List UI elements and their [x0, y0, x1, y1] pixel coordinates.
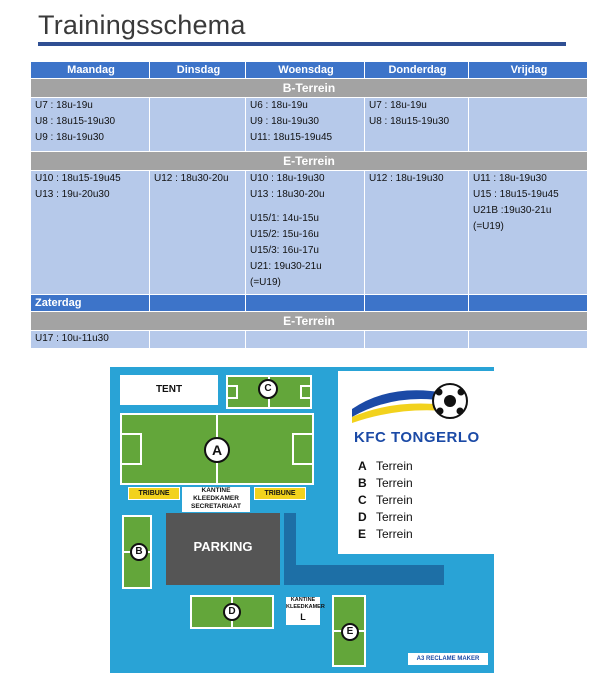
training-slot: U13 : 18u30-20u [250, 189, 325, 200]
schedule-cell: U17 : 10u-11u30 [30, 330, 150, 349]
training-slot: U12 : 18u30-20u [154, 173, 229, 184]
terrain-map: TENT C A TRIBUNE TRIBUNE KANTINE KLEEDKA… [110, 367, 494, 673]
field-c-letter: C [258, 379, 278, 399]
training-slot: U15/1: 14u-15u [250, 213, 319, 224]
day-header: Vrijdag [468, 61, 588, 79]
zaterdag-terrein-band: E-Terrein [30, 311, 588, 331]
path-horizontal [284, 565, 444, 585]
day-header: Maandag [30, 61, 150, 79]
day-header-row: Maandag Dinsdag Woensdag Donderdag Vrijd… [30, 61, 588, 79]
training-slot: (=U19) [473, 221, 504, 232]
zaterdag-cells-row: U17 : 10u-11u30 [30, 330, 588, 349]
training-slot: U8 : 18u15-19u30 [369, 116, 450, 127]
title-underline [38, 42, 566, 46]
page-title: Trainingsschema [38, 10, 246, 40]
field-b-letter: B [130, 543, 148, 561]
field-e-letter: E [341, 623, 359, 641]
training-slot: U7 : 18u-19u [369, 100, 427, 111]
day-header: Donderdag [364, 61, 469, 79]
sponsor-logo: A3 RECLAME MAKER [408, 653, 488, 665]
schedule-cell [149, 330, 246, 349]
training-slot: U21: 19u30-21u [250, 261, 322, 272]
terrein-label: E-Terrein [30, 311, 588, 331]
day-header: Zaterdag [30, 294, 150, 312]
club-logo [352, 383, 468, 423]
terrein-label: B-Terrein [30, 78, 588, 98]
training-slot: U6 : 18u-19u [250, 100, 308, 111]
field-d-letter: D [223, 603, 241, 621]
tribune-right: TRIBUNE [254, 487, 306, 500]
small-kantine: KANTINE KLEEDKAMER L [286, 597, 325, 625]
training-slot: U21B :19u30-21u [473, 205, 552, 216]
training-slot: U15/3: 16u-17u [250, 245, 319, 256]
schedule-cell: U12 : 18u-19u30 [364, 170, 469, 295]
training-slot: U12 : 18u-19u30 [369, 173, 444, 184]
schedule-cell: U7 : 18u-19u U8 : 18u15-19u30 [364, 97, 469, 152]
club-name: KFC TONGERLO [354, 429, 480, 446]
parking-area [166, 513, 280, 585]
schedule-cell [149, 97, 246, 152]
training-slot: U9 : 18u-19u30 [250, 116, 319, 127]
schedule-cell: U7 : 18u-19u U8 : 18u15-19u30 U9 : 18u-19u… [30, 97, 150, 152]
day-header: Dinsdag [149, 61, 246, 79]
schedule-cell [245, 330, 365, 349]
training-schedule-table: Maandag Dinsdag Woensdag Donderdag Vrijd… [30, 61, 588, 349]
schedule-cell [468, 330, 588, 349]
training-slot: U11 : 18u-19u30 [473, 173, 547, 184]
tent-label: TENT [120, 375, 218, 405]
training-slot: U15/2: 15u-16u [250, 229, 319, 240]
schedule-cell [468, 97, 588, 152]
training-slot: (=U19) [250, 277, 281, 288]
b-terrein-band: B-Terrein [30, 78, 588, 98]
tribune-left: TRIBUNE [128, 487, 180, 500]
field-a-letter: A [204, 437, 230, 463]
terrein-label: E-Terrein [30, 151, 588, 171]
e-terrein-band: E-Terrein [30, 151, 588, 171]
training-slot: U13 : 19u-20u30 [35, 189, 110, 200]
training-slot: U9 : 18u-19u30 [35, 132, 104, 143]
training-slot: U8 : 18u15-19u30 [35, 116, 116, 127]
training-slot: U10 : 18u-19u30 [250, 173, 325, 184]
schedule-cell [364, 330, 469, 349]
training-slot: U7 : 18u-19u [35, 100, 93, 111]
b-terrein-row: U7 : 18u-19u U8 : 18u15-19u30 U9 : 18u-19u… [30, 97, 588, 152]
training-slot: U17 : 10u-11u30 [35, 333, 109, 344]
schedule-cell: U12 : 18u30-20u [149, 170, 246, 295]
parking-label: PARKING [193, 539, 253, 554]
training-slot: U11: 18u15-19u45 [250, 132, 333, 143]
training-slot: U10 : 18u15-19u45 [35, 173, 121, 184]
training-slot: U15 : 18u15-19u45 [473, 189, 559, 200]
day-header: Woensdag [245, 61, 365, 79]
kantine-building: KANTINE KLEEDKAMER SECRETARIAAT [182, 487, 250, 512]
zaterdag-row: Zaterdag [30, 294, 588, 312]
